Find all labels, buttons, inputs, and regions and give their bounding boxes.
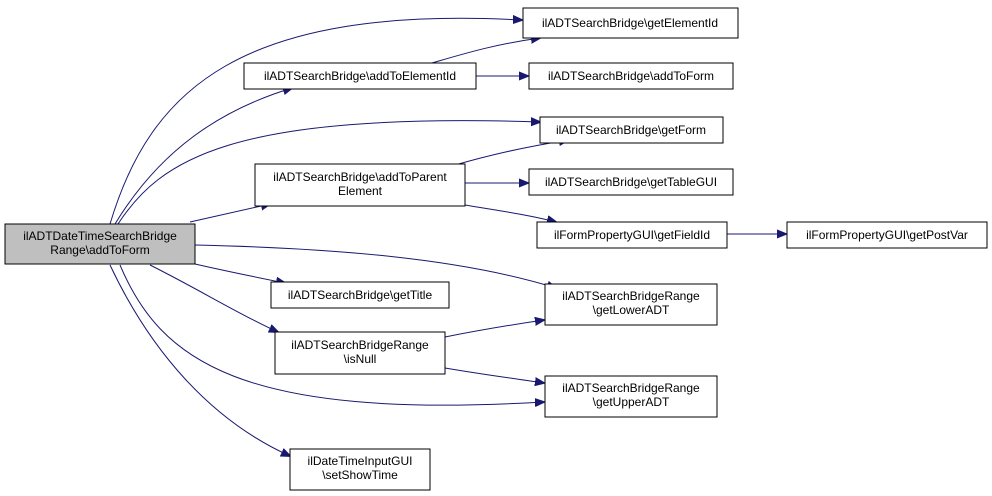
node-get-upper-adt[interactable]: ilADTSearchBridgeRange \getUpperADT xyxy=(544,375,718,418)
node-add-to-parent-element-line-2: Element xyxy=(338,184,383,198)
edge-isNull-getUpperADT xyxy=(444,367,544,383)
edge-root-getElementId xyxy=(109,18,522,225)
node-get-lower-adt-line-1: ilADTSearchBridgeRange xyxy=(562,289,700,303)
node-get-upper-adt-line-2: \getUpperADT xyxy=(593,395,670,409)
node-is-null[interactable]: ilADTSearchBridgeRange \isNull xyxy=(274,331,446,375)
node-add-to-element-id-label: ilADTSearchBridge\addToElementId xyxy=(264,69,456,83)
node-get-field-id[interactable]: ilFormPropertyGUI\getFieldId xyxy=(536,221,728,249)
node-get-form-label: ilADTSearchBridge\getForm xyxy=(556,123,706,137)
node-add-to-parent-element[interactable]: ilADTSearchBridge\addToParent Element xyxy=(254,163,466,207)
edge-root-getForm xyxy=(117,121,540,225)
edge-root-addToParentElement xyxy=(189,204,270,223)
edges xyxy=(109,18,786,456)
edge-isNull-getLowerADT xyxy=(444,320,544,338)
edge-root-getTitle xyxy=(194,263,285,283)
node-get-table-gui-label: ilADTSearchBridge\getTableGUI xyxy=(545,175,717,189)
node-root-line-1: ilADTDateTimeSearchBridge xyxy=(23,229,177,243)
node-get-lower-adt-line-2: \getLowerADT xyxy=(593,303,670,317)
node-root-line-2: Range\addToForm xyxy=(50,243,149,257)
node-get-field-id-label: ilFormPropertyGUI\getFieldId xyxy=(554,228,710,242)
node-set-show-time[interactable]: ilDateTimeInputGUI \setShowTime xyxy=(289,448,431,491)
node-add-to-form[interactable]: ilADTSearchBridge\addToForm xyxy=(528,62,734,90)
node-add-to-element-id[interactable]: ilADTSearchBridge\addToElementId xyxy=(243,62,477,90)
node-get-form[interactable]: ilADTSearchBridge\getForm xyxy=(539,116,724,144)
edge-root-getLowerADT xyxy=(194,244,556,288)
node-get-title[interactable]: ilADTSearchBridge\getTitle xyxy=(270,281,450,309)
node-get-element-id-label: ilADTSearchBridge\getElementId xyxy=(542,16,718,30)
node-set-show-time-line-2: \setShowTime xyxy=(322,468,398,482)
node-get-post-var-label: ilFormPropertyGUI\getPostVar xyxy=(806,228,968,242)
edge-root-isNull xyxy=(149,264,278,332)
edge-addToParentElement-getForm xyxy=(454,140,568,166)
node-get-upper-adt-line-1: ilADTSearchBridgeRange xyxy=(562,381,700,395)
node-get-table-gui[interactable]: ilADTSearchBridge\getTableGUI xyxy=(528,168,734,196)
edge-addToElementId-getElementId xyxy=(424,38,540,66)
node-root[interactable]: ilADTDateTimeSearchBridge Range\addToFor… xyxy=(4,223,196,265)
nodes: ilADTDateTimeSearchBridge Range\addToFor… xyxy=(4,7,988,491)
edge-root-setShowTime xyxy=(109,264,290,456)
node-get-title-label: ilADTSearchBridge\getTitle xyxy=(288,288,433,302)
node-get-element-id[interactable]: ilADTSearchBridge\getElementId xyxy=(522,7,739,39)
node-add-to-form-label: ilADTSearchBridge\addToForm xyxy=(548,69,714,83)
node-get-lower-adt[interactable]: ilADTSearchBridgeRange \getLowerADT xyxy=(544,283,718,326)
node-is-null-line-2: \isNull xyxy=(344,352,377,366)
node-get-post-var[interactable]: ilFormPropertyGUI\getPostVar xyxy=(786,221,988,249)
edge-addToParentElement-getFieldId xyxy=(464,204,556,222)
node-add-to-parent-element-line-1: ilADTSearchBridge\addToParent xyxy=(273,170,447,184)
node-is-null-line-1: ilADTSearchBridgeRange xyxy=(291,338,429,352)
node-set-show-time-line-1: ilDateTimeInputGUI xyxy=(308,454,413,468)
edge-root-addToElementId xyxy=(114,88,292,225)
edge-root-getUpperADT xyxy=(119,264,544,405)
